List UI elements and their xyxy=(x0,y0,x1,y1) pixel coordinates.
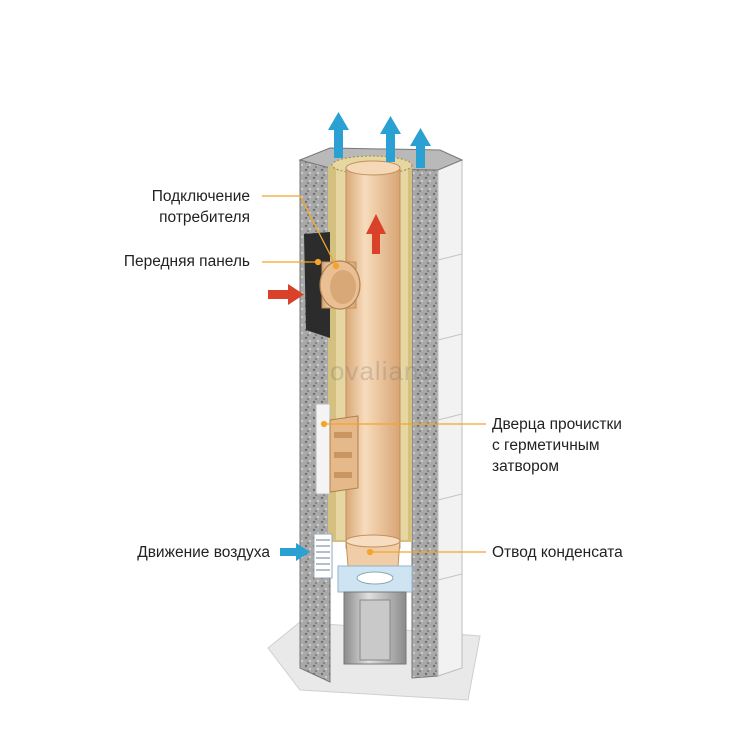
block-right-joints xyxy=(437,253,463,581)
label-consumer-connection: Подключение потребителя xyxy=(100,186,250,228)
cleaning-door-frame xyxy=(315,403,331,495)
condensate-cone-rim xyxy=(345,534,401,548)
cleaning-door-latches xyxy=(334,432,352,478)
label-cleaning-door-line3: затвором xyxy=(492,458,560,475)
label-consumer-connection-line2: потребителя xyxy=(159,209,250,226)
label-air-movement: Движение воздуха xyxy=(137,544,270,561)
label-cleaning-door-line2: с герметичным xyxy=(492,437,600,454)
air-vent-slots xyxy=(316,539,330,571)
lower-socket-inner xyxy=(359,599,391,661)
callout-consumer-connection xyxy=(262,195,337,267)
arrow-up-blue-2 xyxy=(380,116,401,162)
watermark: ovalians. xyxy=(330,356,442,386)
main-pipe-top xyxy=(345,160,401,176)
label-front-panel: Передняя панель xyxy=(123,253,250,270)
condensate-outlet xyxy=(356,571,394,585)
block-right-face xyxy=(411,157,439,679)
front-panel xyxy=(304,232,330,338)
arrow-up-red xyxy=(366,214,386,254)
arrow-right-red xyxy=(268,284,304,305)
arrow-up-blue-3 xyxy=(410,128,431,168)
arrow-up-blue-1 xyxy=(328,112,349,158)
air-vent-grille xyxy=(313,533,333,579)
arrow-right-blue xyxy=(280,543,310,561)
callout-lines xyxy=(262,195,486,556)
branch-pipe-inner xyxy=(330,270,356,304)
block-right-outer xyxy=(437,159,463,677)
label-condensate-drain: Отвод конденсата xyxy=(492,544,623,561)
label-consumer-connection-line1: Подключение xyxy=(151,188,250,205)
label-cleaning-door-line1: Дверца прочистки xyxy=(492,416,622,433)
label-cleaning-door: Дверца прочистки с герметичным затвором xyxy=(492,414,622,477)
